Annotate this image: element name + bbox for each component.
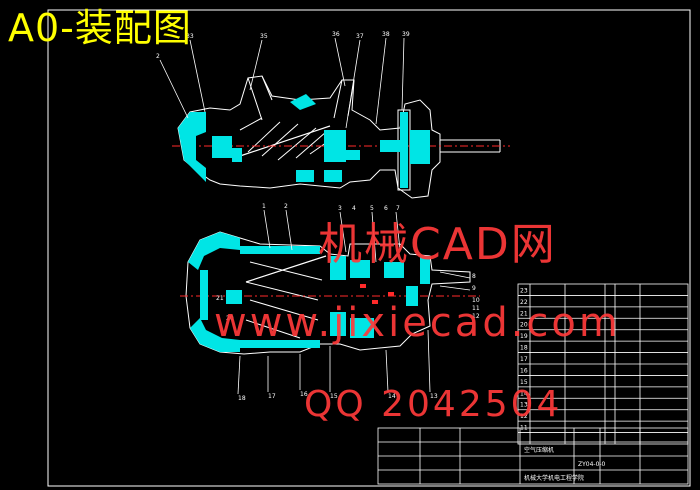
bottom-part-number-14: 14 (388, 393, 396, 400)
title-block-texts: 空气压缩机 ZY04-0-0 机械大学机电工程学院 (524, 446, 606, 482)
bom-table (517, 283, 689, 445)
watermark-qq: QQ 2042504 (304, 384, 563, 425)
top-leader-lines (159, 37, 405, 129)
top-part-number-33: 33 (186, 33, 194, 40)
title-block-school: 机械大学机电工程学院 (524, 474, 584, 482)
bottom-part-number-12: 12 (472, 313, 480, 320)
bom-item-number: 22 (520, 299, 528, 306)
bom-item-number: 23 (520, 287, 528, 294)
top-part-number-38: 38 (382, 31, 390, 38)
top-part-numbers: 2 33 35 36 37 38 39 (156, 31, 410, 60)
title-block (377, 427, 689, 485)
bom-item-number: 20 (520, 322, 528, 329)
top-part-number-35: 35 (260, 33, 268, 40)
bom-item-number: 13 (520, 402, 528, 409)
bottom-part-number-18: 18 (238, 395, 246, 402)
bom-item-number: 11 (520, 425, 528, 432)
bottom-part-number-6: 6 (384, 205, 388, 212)
bottom-part-number-1: 1 (262, 203, 266, 210)
bom-item-number: 18 (520, 345, 528, 352)
watermark-site-name: 机械CAD网 (318, 219, 557, 270)
bottom-part-number-7: 7 (396, 205, 400, 212)
drawing-title: A0-装配图 (8, 6, 192, 50)
title-block-code: ZY04-0-0 (578, 461, 606, 468)
bottom-part-number-10: 10 (472, 297, 480, 304)
bottom-part-number-21: 21 (216, 295, 224, 302)
bottom-part-number-20: 20 (226, 315, 234, 322)
bottom-leader-lines (237, 209, 471, 395)
top-part-number-2: 2 (156, 53, 160, 60)
bom-item-number: 16 (520, 367, 528, 374)
drawing-border (47, 9, 691, 487)
bottom-part-number-2: 2 (284, 203, 288, 210)
bom-item-number: 21 (520, 310, 528, 317)
bottom-part-number-15: 15 (330, 393, 338, 400)
top-part-number-37: 37 (356, 33, 364, 40)
bottom-part-number-3: 3 (338, 205, 342, 212)
bottom-part-number-4: 4 (352, 205, 356, 212)
bom-item-number: 19 (520, 333, 528, 340)
bottom-part-number-9: 9 (472, 285, 476, 292)
bom-item-number: 17 (520, 356, 528, 363)
bom-item-number: 15 (520, 379, 528, 386)
bom-item-number: 14 (520, 390, 528, 397)
top-part-number-36: 36 (332, 31, 340, 38)
bottom-part-number-16: 16 (300, 391, 308, 398)
watermark-url: www.jixiecad.com (214, 300, 621, 346)
bottom-part-number-13: 13 (430, 393, 438, 400)
top-part-number-39: 39 (402, 31, 410, 38)
bottom-section-accents (360, 284, 394, 304)
title-block-drawing-name: 空气压缩机 (524, 446, 554, 454)
bottom-part-number-17: 17 (268, 393, 276, 400)
bom-item-number: 12 (520, 413, 528, 420)
top-section-hatching (178, 94, 430, 188)
bottom-part-number-8: 8 (472, 273, 476, 280)
bottom-part-number-5: 5 (370, 205, 374, 212)
bom-item-numbers: 23 22 21 20 19 18 17 16 15 14 13 12 11 (520, 287, 528, 431)
bottom-part-number-11: 11 (472, 305, 480, 312)
bottom-section-hatching (188, 232, 430, 352)
